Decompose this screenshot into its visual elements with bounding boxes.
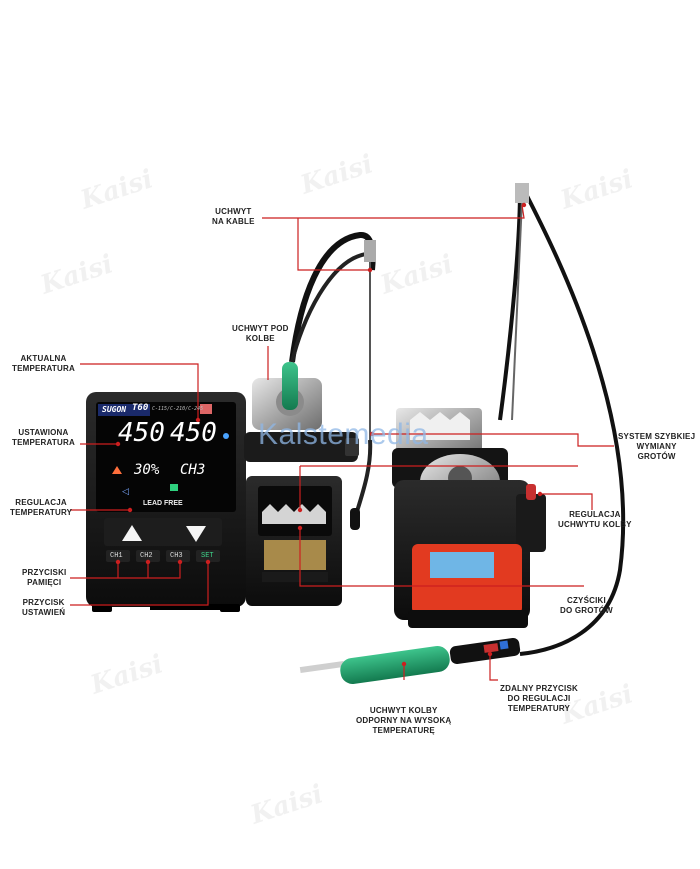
model-name: T60	[132, 403, 149, 413]
site-watermark: Kalstemedia	[258, 418, 429, 451]
cleaner-box	[246, 476, 360, 606]
brass-wool-cleaner	[264, 540, 326, 570]
ch2-button[interactable]: CH2	[140, 552, 153, 560]
lcd-channel: CH3	[180, 462, 206, 478]
ch1-button[interactable]: CH1	[110, 552, 123, 560]
lcd-icon-flame	[200, 404, 212, 414]
up-arrow-icon	[122, 525, 142, 541]
model-subtitle: C-115/C-210/C-245	[152, 406, 204, 412]
down-arrow-icon	[186, 526, 206, 542]
brand-badge	[98, 404, 150, 416]
sponge-cleaner	[430, 552, 494, 578]
set-button[interactable]: SET	[201, 552, 214, 560]
lead-free-text: LEAD FREE	[143, 500, 183, 507]
lcd-lock-icon	[170, 484, 178, 491]
lcd-actual-temp: 450	[170, 418, 217, 448]
lcd-set-temp: 450	[118, 418, 165, 448]
ch3-button[interactable]: CH3	[170, 552, 183, 560]
iron-stand	[392, 408, 546, 628]
lcd-warning-icon	[112, 466, 122, 474]
svg-text:◁: ◁	[122, 487, 129, 497]
iron-holder	[244, 362, 359, 462]
lcd-power: 30%	[134, 462, 160, 478]
soldering-iron	[299, 637, 521, 684]
brand-name: SUGON	[102, 405, 127, 414]
lcd-icon-dot	[223, 433, 229, 439]
callout-lines	[70, 204, 614, 681]
control-unit: ◁	[86, 392, 246, 612]
